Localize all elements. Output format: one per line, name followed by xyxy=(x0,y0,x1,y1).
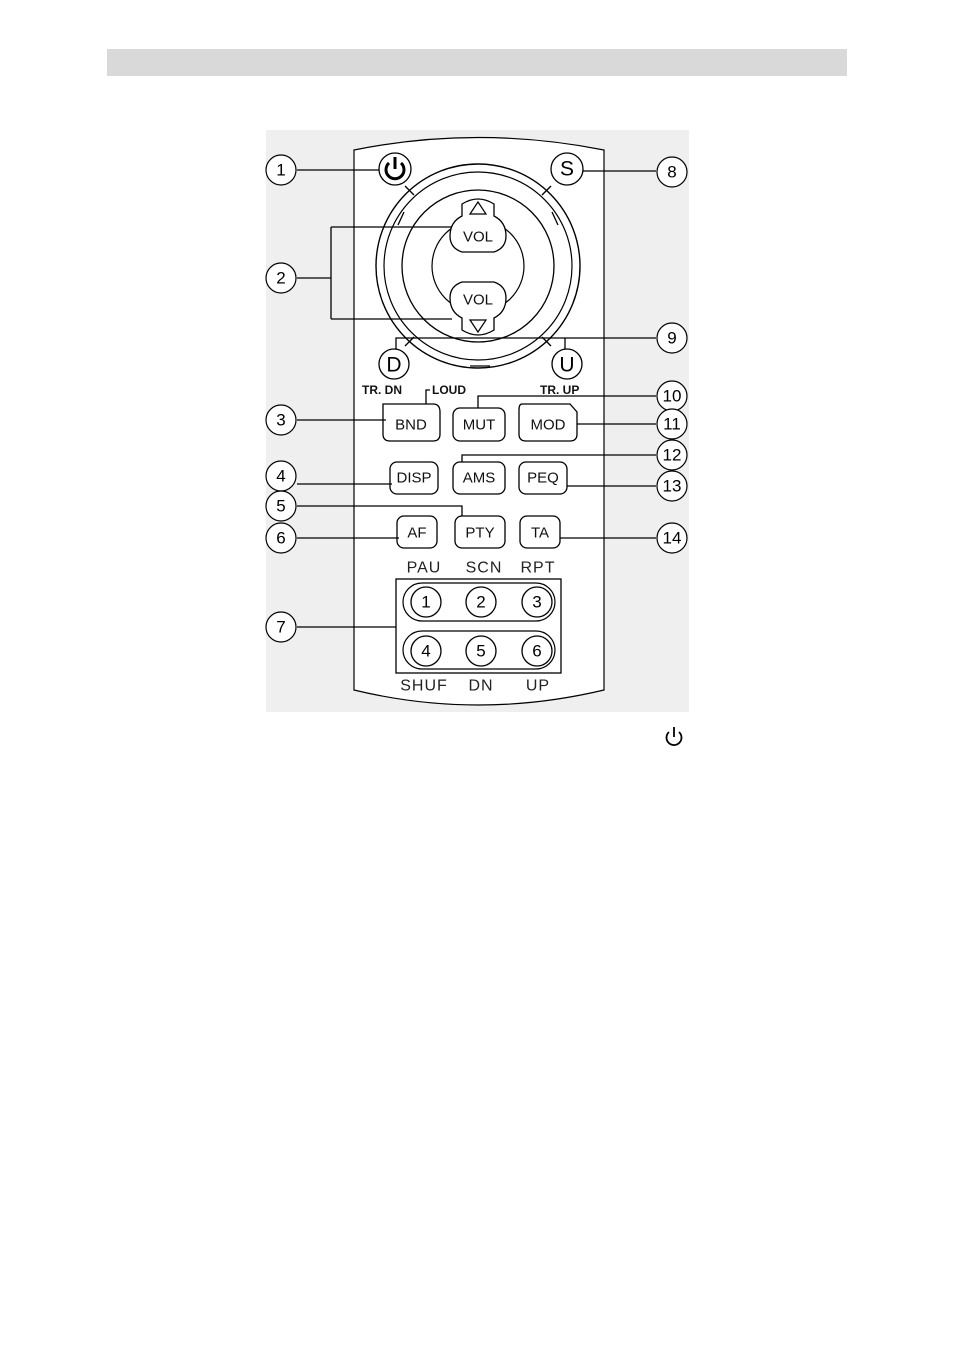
callout-9: 9 xyxy=(657,323,687,353)
preset-key-5-label: 5 xyxy=(476,642,485,661)
power-icon xyxy=(667,727,682,745)
pty-button-label: PTY xyxy=(465,525,494,542)
svg-text:12: 12 xyxy=(663,446,682,465)
d-button-label: D xyxy=(386,354,401,377)
peq-button[interactable]: PEQ xyxy=(519,462,567,494)
callout-2: 2 xyxy=(266,263,296,293)
scn-label: SCN xyxy=(466,560,503,577)
mod-button[interactable]: MOD xyxy=(519,404,577,441)
tr-dn-label: TR. DN xyxy=(362,383,402,397)
svg-text:4: 4 xyxy=(276,467,285,486)
callout-14: 14 xyxy=(657,523,687,553)
u-button[interactable]: U xyxy=(552,349,582,379)
d-button[interactable]: D xyxy=(379,349,409,379)
ams-button-label: AMS xyxy=(463,470,496,487)
svg-text:14: 14 xyxy=(663,529,682,548)
preset-key-2-label: 2 xyxy=(476,593,485,612)
preset-key-5[interactable]: 5 xyxy=(466,636,496,666)
preset-key-6[interactable]: 6 xyxy=(522,636,552,666)
svg-text:13: 13 xyxy=(663,477,682,496)
up-label: UP xyxy=(526,678,550,695)
mut-button-label: MUT xyxy=(463,417,496,434)
preset-key-2[interactable]: 2 xyxy=(466,587,496,617)
mut-button[interactable]: MUT xyxy=(453,408,505,441)
preset-key-3-label: 3 xyxy=(532,593,541,612)
callout-11: 11 xyxy=(657,409,687,439)
vol-down-label: VOL xyxy=(463,292,493,309)
preset-key-4-label: 4 xyxy=(421,642,430,661)
bnd-button-label: BND xyxy=(395,417,427,434)
u-button-label: U xyxy=(559,354,574,377)
svg-text:3: 3 xyxy=(276,411,285,430)
loud-label: LOUD xyxy=(432,383,466,397)
preset-key-3[interactable]: 3 xyxy=(522,587,552,617)
callout-4: 4 xyxy=(266,461,296,491)
af-button[interactable]: AF xyxy=(397,516,437,548)
callout-10: 10 xyxy=(657,381,687,411)
svg-text:1: 1 xyxy=(276,161,285,180)
callout-12: 12 xyxy=(657,440,687,470)
preset-key-6-label: 6 xyxy=(532,642,541,661)
svg-text:2: 2 xyxy=(276,269,285,288)
ta-button[interactable]: TA xyxy=(520,516,560,548)
peq-button-label: PEQ xyxy=(527,470,559,487)
pau-label: PAU xyxy=(407,560,442,577)
ams-button[interactable]: AMS xyxy=(453,462,505,494)
rpt-label: RPT xyxy=(521,560,556,577)
shuf-label: SHUF xyxy=(400,678,448,695)
svg-text:8: 8 xyxy=(667,163,676,182)
preset-key-1-label: 1 xyxy=(421,593,430,612)
bnd-button[interactable]: BND xyxy=(383,404,440,441)
svg-text:11: 11 xyxy=(663,415,681,434)
callout-3: 3 xyxy=(266,405,296,435)
ta-button-label: TA xyxy=(531,525,549,542)
pty-button[interactable]: PTY xyxy=(455,516,505,548)
disp-button-label: DISP xyxy=(396,470,431,487)
svg-text:9: 9 xyxy=(667,329,676,348)
s-button-label: S xyxy=(560,158,574,181)
callout-8: 8 xyxy=(657,157,687,187)
disp-button[interactable]: DISP xyxy=(390,462,438,494)
af-button-label: AF xyxy=(407,525,426,542)
s-button[interactable]: S xyxy=(551,153,583,185)
svg-text:5: 5 xyxy=(276,497,285,516)
svg-text:7: 7 xyxy=(276,618,285,637)
callout-5: 5 xyxy=(266,491,296,521)
callout-1: 1 xyxy=(266,155,296,185)
preset-key-4[interactable]: 4 xyxy=(411,636,441,666)
power-button[interactable] xyxy=(379,153,411,185)
callout-6: 6 xyxy=(266,523,296,553)
svg-text:10: 10 xyxy=(663,387,682,406)
svg-text:6: 6 xyxy=(276,529,285,548)
mod-button-label: MOD xyxy=(531,417,566,434)
vol-up-label: VOL xyxy=(463,229,493,246)
callout-13: 13 xyxy=(657,471,687,501)
dn-label: DN xyxy=(468,678,493,695)
tr-up-label: TR. UP xyxy=(540,383,579,397)
preset-key-1[interactable]: 1 xyxy=(411,587,441,617)
callout-7: 7 xyxy=(266,612,296,642)
